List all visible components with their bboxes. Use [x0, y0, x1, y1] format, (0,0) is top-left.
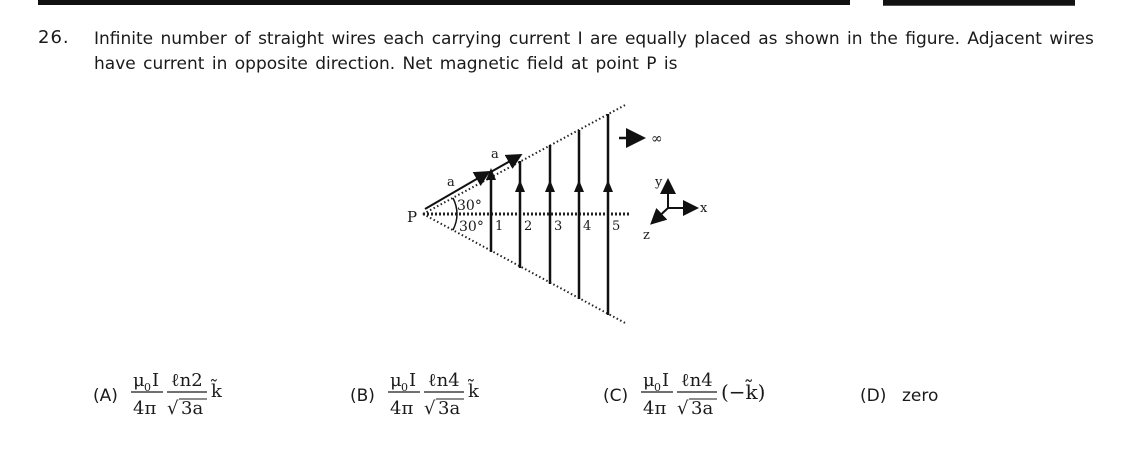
option-c[interactable]: (C) μ 0 I 4π ℓn4 √ 3a (−k̃): [603, 366, 823, 422]
upper-ray: [422, 103, 628, 215]
option-d-text: zero: [902, 386, 939, 406]
svg-text:I: I: [152, 370, 159, 391]
figure-svg: a a P 30° 30° 1 2 3 4 5 ∞ y x z: [407, 103, 708, 325]
wire-label-3: 3: [554, 219, 562, 234]
svg-text:I: I: [409, 370, 416, 391]
angle-lower-label: 30°: [459, 219, 484, 235]
option-c-label: (C): [603, 386, 629, 406]
current-arrow-5: [603, 180, 613, 192]
svg-text:k̃: k̃: [210, 379, 223, 402]
svg-text:3a: 3a: [438, 398, 460, 419]
svg-text:√: √: [424, 398, 436, 419]
svg-text:0: 0: [654, 381, 661, 394]
current-arrow-3: [545, 180, 555, 192]
angle-arc: [452, 197, 458, 231]
current-arrow-4: [574, 180, 584, 192]
option-b-formula: μ 0 I 4π ℓn4 √ 3a k̃: [388, 370, 480, 419]
svg-text:4π: 4π: [133, 398, 156, 419]
spacing-arrow-1: [424, 170, 491, 210]
lower-ray: [422, 213, 628, 325]
wire-label-1: 1: [495, 219, 503, 234]
option-a[interactable]: (A) μ 0 I 4π ℓn2 √ 3a k̃: [93, 366, 293, 422]
svg-text:μ: μ: [133, 370, 145, 391]
svg-text:μ: μ: [390, 370, 402, 391]
svg-text:0: 0: [401, 381, 408, 394]
svg-text:ℓn2: ℓn2: [171, 370, 203, 391]
svg-text:(−k̃): (−k̃): [721, 378, 765, 404]
svg-text:4π: 4π: [390, 398, 413, 419]
svg-text:k̃: k̃: [467, 379, 480, 402]
point-p-label: P: [407, 208, 417, 226]
svg-text:μ: μ: [643, 370, 655, 391]
question-text: Infinite number of straight wires each c…: [94, 29, 1094, 74]
svg-text:4π: 4π: [643, 398, 666, 419]
axis-x-label: x: [700, 201, 708, 216]
svg-text:ℓn4: ℓn4: [428, 370, 460, 391]
option-b[interactable]: (B) μ 0 I 4π ℓn4 √ 3a k̃: [350, 366, 550, 422]
infinity-symbol: ∞: [651, 131, 663, 147]
option-a-label: (A): [93, 386, 118, 406]
axis-y-label: y: [654, 175, 663, 190]
top-rule: [38, 0, 850, 5]
option-d[interactable]: (D) zero: [860, 366, 1010, 422]
current-arrow-2: [515, 180, 525, 192]
axis-z: [650, 207, 669, 225]
svg-text:0: 0: [144, 381, 151, 394]
svg-text:3a: 3a: [181, 398, 203, 419]
option-a-formula: μ 0 I 4π ℓn2 √ 3a k̃: [131, 370, 223, 419]
option-c-formula: μ 0 I 4π ℓn4 √ 3a (−k̃): [641, 370, 765, 419]
option-d-label: (D): [860, 386, 887, 406]
svg-text:I: I: [662, 370, 669, 391]
wire-figure: a a P 30° 30° 1 2 3 4 5 ∞ y x z: [395, 96, 725, 340]
svg-text:√: √: [677, 398, 689, 419]
angle-upper-label: 30°: [457, 198, 482, 214]
svg-text:√: √: [167, 398, 179, 419]
wire-label-5: 5: [612, 219, 620, 234]
spacing-label-2: a: [491, 147, 499, 162]
wire-label-2: 2: [524, 219, 532, 234]
svg-text:ℓn4: ℓn4: [681, 370, 713, 391]
option-b-label: (B): [350, 386, 375, 406]
spacing-label-1: a: [447, 175, 455, 190]
spacing-arrow-2: [488, 154, 523, 174]
axis-z-label: z: [643, 228, 650, 243]
question-number: 26.: [38, 27, 70, 48]
header-badge: [883, 0, 1075, 6]
wire-label-4: 4: [583, 219, 591, 234]
svg-text:3a: 3a: [691, 398, 713, 419]
